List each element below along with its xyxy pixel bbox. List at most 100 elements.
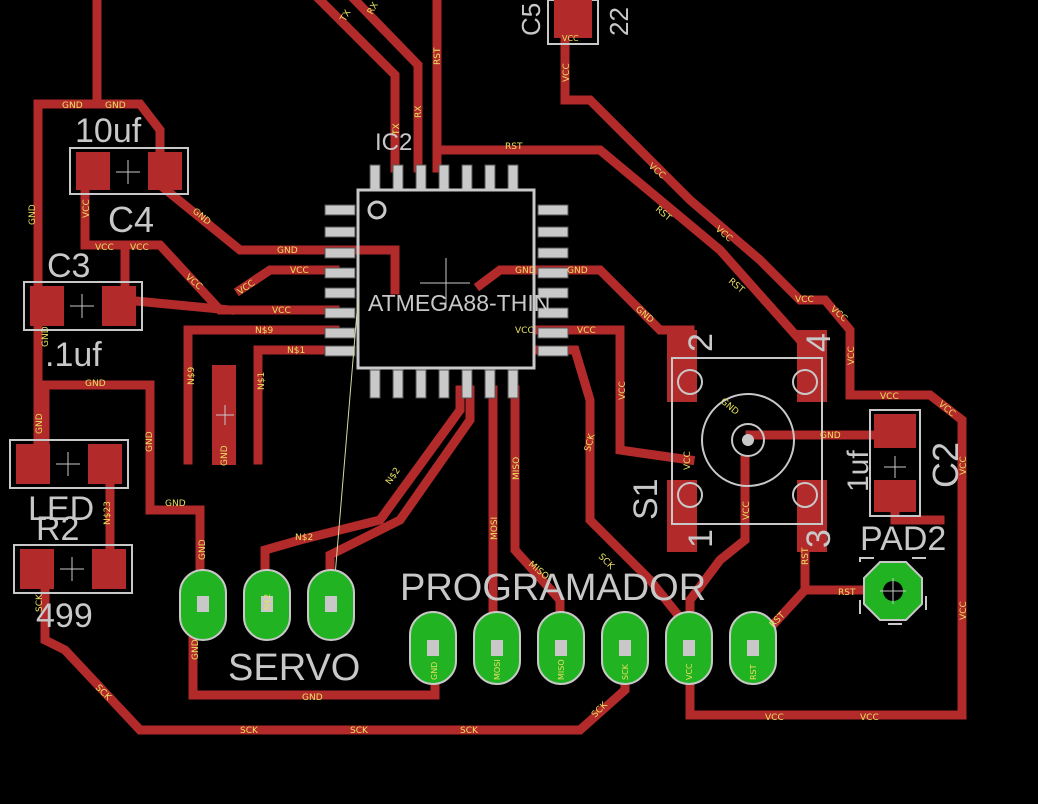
net-rst-5: RST (838, 588, 856, 598)
trace-gnd-top (33, 0, 102, 465)
r2: R2 499 (13, 510, 133, 635)
net-vcc-3: VCC (130, 243, 149, 253)
trace-n1 (253, 345, 340, 465)
trace-vcc-right (535, 325, 696, 466)
net-vcc-10: VCC (618, 381, 628, 400)
net-gnd-16: GND (567, 266, 588, 276)
c2-value: 1uf (842, 450, 875, 492)
net-sck-4: SCK (460, 726, 479, 736)
net-vcc-8: VCC (515, 326, 534, 336)
net-gnd-11: GND (41, 326, 51, 347)
led: LED (9, 439, 129, 528)
net-gnd-13: GND (191, 639, 201, 660)
c2-name: C2 (925, 442, 966, 488)
pad2-name: PAD2 (860, 520, 946, 558)
prog-pin-rst: RST (749, 664, 758, 680)
net-vcc-13: VCC (795, 295, 814, 305)
ic2: IC2 ATMEGA88-THIN (324, 129, 569, 601)
c4-name: C4 (108, 199, 154, 240)
r2-name: R2 (36, 510, 79, 548)
cap-center (212, 365, 236, 465)
net-gnd-6: GND (85, 379, 106, 389)
trace-rx (348, 0, 423, 173)
net-gnd-12: GND (302, 693, 323, 703)
c4: 10uf C4 (69, 112, 189, 240)
trace-gnd-ic2 (473, 265, 545, 292)
net-mosi: MOSI (490, 517, 500, 540)
net-n9-v: N$9 (187, 367, 197, 385)
s1-pin1: 1 (682, 529, 720, 548)
net-gnd-1: GND (62, 101, 83, 111)
c3-name: C3 (47, 247, 90, 285)
net-n1: N$1 (287, 346, 305, 356)
net-vcc-21: VCC (860, 713, 879, 723)
net-miso: MISO (512, 457, 522, 480)
c5-value: 22 (604, 7, 634, 36)
led-name: LED (28, 490, 94, 528)
s1-name: S1 (627, 478, 665, 520)
net-vcc-22: VCC (742, 501, 752, 520)
net-vcc-6: VCC (290, 266, 309, 276)
trace-tx (313, 0, 400, 173)
net-vcc-1: VCC (82, 199, 92, 218)
net-vcc-c5: VCC (562, 63, 572, 82)
ic2-value: ATMEGA88-THIN (368, 290, 550, 316)
ic2-name: IC2 (375, 129, 412, 156)
trace-vcc-ic (233, 265, 340, 297)
programador-name: PROGRAMADOR (400, 567, 706, 609)
prog-pin-miso: MISO (557, 659, 566, 680)
net-sck-3: SCK (350, 726, 369, 736)
net-n2-1: N$2 (295, 533, 313, 543)
trace-sck-bottom (40, 565, 630, 735)
ic2-pads (324, 164, 569, 399)
net-vcc-9: VCC (577, 326, 596, 336)
trace-gnd-servo (40, 380, 205, 605)
s1: S1 2 4 1 3 (627, 330, 838, 552)
net-tx-ic: TX (392, 123, 402, 136)
net-rst-1: RST (505, 142, 523, 152)
ratsnest-line (332, 299, 359, 601)
net-vcc-23: VCC (683, 451, 693, 470)
c3: C3 .1uf (23, 247, 143, 374)
net-sck-ic: SCK (583, 432, 598, 453)
net-vcc-7: VCC (272, 306, 291, 316)
net-n23: N$23 (103, 501, 113, 525)
net-rst-4: RST (801, 547, 811, 565)
net-gnd-15: GND (515, 266, 536, 276)
c5-vcc-label: VCC (562, 34, 579, 43)
net-gnd-14: GND (198, 539, 208, 560)
c4-value: 10uf (75, 112, 142, 150)
net-rx-ic: RX (414, 106, 424, 118)
net-gnd-9: GND (220, 445, 230, 466)
servo-pin-n2: N$2 (263, 594, 272, 610)
header-pin-labels: GND MOSI MISO SCK VCC RST N$2 (263, 594, 758, 680)
net-gnd-10: GND (35, 413, 45, 434)
traces (33, 0, 967, 735)
servo-name: SERVO (228, 647, 360, 689)
net-gnd-7: GND (145, 431, 155, 452)
s1-pin3: 3 (800, 529, 838, 548)
prog-pin-mosi: MOSI (493, 659, 502, 680)
c5: C5 22 VCC (516, 0, 634, 45)
net-rst-top: RST (433, 47, 443, 65)
prog-pin-sck: SCK (621, 663, 630, 680)
net-vcc-20: VCC (765, 713, 784, 723)
s1-pin4: 4 (800, 333, 838, 352)
net-sck-left: SCK (35, 593, 45, 612)
net-vcc-16: VCC (880, 392, 899, 402)
prog-pin-gnd: GND (430, 662, 439, 680)
c3-value: .1uf (45, 336, 102, 374)
net-gnd-2: GND (105, 101, 126, 111)
servo-header: SERVO (179, 569, 360, 689)
trace-n2 (260, 385, 465, 605)
net-gnd-3: GND (28, 204, 38, 225)
net-vcc-15: VCC (847, 346, 857, 365)
prog-pin-vcc: VCC (685, 663, 694, 680)
net-sck-2: SCK (240, 726, 259, 736)
net-n1-v: N$1 (257, 372, 267, 390)
r2-value: 499 (36, 597, 93, 635)
trace-n9 (183, 325, 340, 465)
net-n9: N$9 (255, 326, 273, 336)
net-vcc-19: VCC (959, 601, 969, 620)
s1-pin2: 2 (682, 333, 720, 352)
